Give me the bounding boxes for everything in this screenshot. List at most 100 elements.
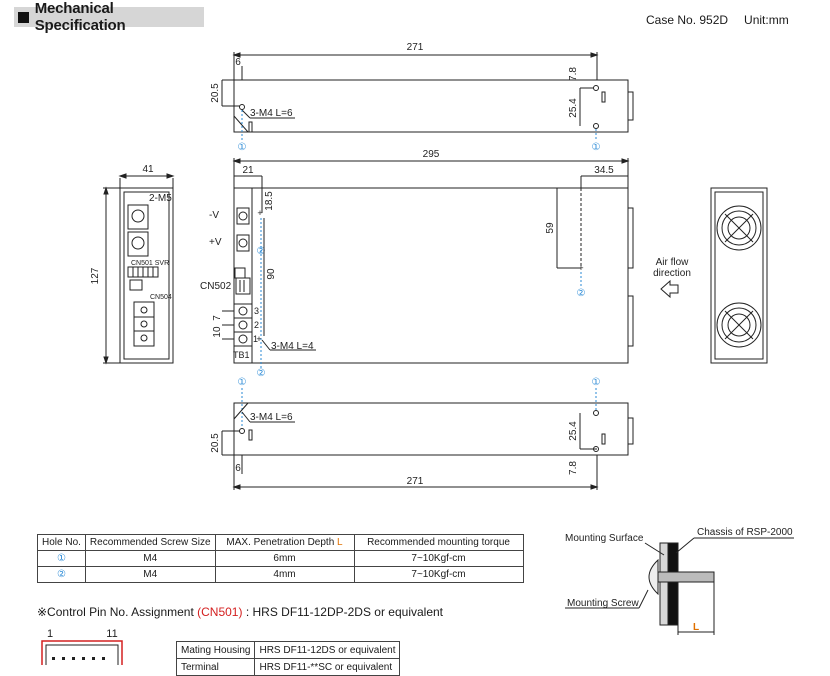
side-view: 41 127 2-M5 CN501 SVR CN504 — [90, 164, 175, 365]
front-hole-marker-1-left: ① — [238, 377, 247, 388]
front-hole-marker-2-right: ② — [577, 288, 586, 299]
pin-assignment-title: ※Control Pin No. Assignment (CN501) : HR… — [37, 605, 443, 619]
section-title-bar: Mechanical Specification — [14, 0, 204, 34]
front-tb1-terminal — [233, 303, 253, 347]
depth-cell: 4mm — [214, 566, 355, 583]
top-slot — [248, 121, 253, 133]
side-dim-height: 127 — [90, 267, 101, 284]
cn501-pin-diagram: 1 11 — [41, 628, 123, 665]
conn-value-cell: HRS DF11-**SC or equivalent — [254, 658, 401, 676]
top-hole-marker-left: ① — [238, 142, 247, 153]
front-cn502-connector — [235, 277, 251, 295]
screw-cell: M4 — [84, 566, 216, 583]
hole-table: Hole No. Recommended Screw Size MAX. Pen… — [37, 534, 524, 583]
front-hole-marker-1-right: ① — [592, 377, 601, 388]
col-penetration: MAX. Penetration Depth L — [214, 534, 355, 551]
side-output-pos — [127, 231, 149, 257]
fan-bottom-icon — [716, 302, 762, 348]
screw-head-icon — [648, 558, 659, 596]
front-hole-marker-2-bottom: ② — [257, 368, 266, 379]
table-row: Terminal HRS DF11-**SC or equivalent — [175, 658, 401, 676]
front-dim-length: 295 — [423, 149, 440, 160]
mounting-diagram: Mounting Surface Chassis of RSP-2000 Mou… — [565, 527, 794, 635]
torque-cell: 7~10Kgf-cm — [353, 550, 524, 567]
airflow-indicator: Air flow direction — [653, 257, 691, 299]
top-dim-length: 271 — [407, 42, 424, 53]
front-dim-right: 34.5 — [594, 165, 614, 176]
side-terminal-block — [133, 301, 155, 347]
fan-top-icon — [716, 205, 762, 251]
front-label-pos: +V — [209, 237, 222, 248]
torque-cell: 7~10Kgf-cm — [353, 566, 524, 583]
airflow-line2: direction — [653, 268, 691, 279]
front-screw-label: 3-M4 L=4 — [271, 341, 314, 352]
top-dim-spacing: 25.4 — [568, 98, 579, 118]
top-hole-marker-right: ① — [592, 142, 601, 153]
mount-surface-label: Mounting Surface — [565, 533, 644, 544]
hole-table-header: Hole No. Recommended Screw Size MAX. Pen… — [37, 534, 524, 551]
bottom-dim-spacing: 25.4 — [568, 421, 579, 441]
pin-label-11: 11 — [106, 628, 117, 640]
front-dim-top: 18.5 — [264, 191, 275, 211]
conn-label-cell: Mating Housing — [175, 641, 256, 659]
side-label-cn501-svr: CN501 SVR — [131, 260, 169, 267]
mount-screw-label: Mounting Screw — [567, 598, 639, 609]
front-view: 295 21 34.5 -V +V 18.5 + ② 90 CN502 — [200, 149, 634, 430]
svg-text:+: + — [257, 208, 262, 218]
svg-text:+: + — [578, 263, 583, 273]
fan-view — [710, 187, 768, 364]
side-view-outline — [119, 187, 174, 364]
front-dim-left: 21 — [242, 165, 254, 176]
front-dim-pitch-a: 7 — [212, 315, 223, 321]
mount-l-label: L — [693, 622, 699, 633]
pin-assignment-cn: (CN501) — [197, 605, 243, 619]
bottom-dim-right-offset: 7.8 — [568, 461, 579, 475]
side-label-cn504: CN504 — [150, 294, 172, 301]
conn-value-cell: HRS DF11-12DS or equivalent — [254, 641, 401, 659]
airflow-arrow-icon — [660, 279, 679, 299]
front-dim-pitch-b: 10 — [212, 326, 223, 338]
top-dim-left-offset: 6 — [235, 57, 241, 68]
mount-chassis-label: Chassis of RSP-2000 — [697, 527, 793, 538]
front-terminal-1: 1 — [253, 334, 258, 344]
bottom-dim-left-offset: 6 — [235, 463, 241, 474]
hole-cell: ① — [37, 550, 86, 567]
front-output-pos — [236, 234, 250, 252]
table-row: ① M4 6mm 7~10Kgf-cm — [37, 550, 524, 567]
case-number: Case No. 952D — [646, 13, 729, 27]
screw-cell: M4 — [84, 550, 216, 567]
top-view: 271 6 7.8 25.4 20.5 3-M4 L=6 ① ① — [210, 42, 634, 153]
bottom-dim-height: 20.5 — [210, 433, 221, 453]
cn501-outline — [41, 640, 123, 665]
top-screw-label: 3-M4 L=6 — [250, 108, 293, 119]
title-square-icon — [18, 11, 29, 23]
col-hole-no: Hole No. — [37, 534, 86, 551]
side-output-neg — [127, 204, 149, 230]
bottom-view: 3-M4 L=6 20.5 6 25.4 7.8 271 — [210, 402, 634, 490]
screw-shank — [657, 571, 715, 583]
front-label-tb1: TB1 — [233, 350, 250, 360]
col-screw-size: Recommended Screw Size — [84, 534, 216, 551]
top-dim-right-offset: 7.8 — [568, 67, 579, 81]
depth-cell: 6mm — [214, 550, 355, 567]
side-dim-width: 41 — [142, 164, 154, 175]
front-view-outline — [233, 187, 629, 364]
table-row: ② M4 4mm 7~10Kgf-cm — [37, 566, 524, 583]
svg-text:+: + — [256, 334, 261, 344]
table-row: Mating Housing HRS DF11-12DS or equivale… — [175, 641, 401, 659]
chassis-plate — [667, 542, 679, 626]
front-dim-right-vertical: 59 — [545, 222, 556, 234]
side-screw-label: 2-M5 — [149, 193, 172, 204]
top-dim-height: 20.5 — [210, 83, 221, 103]
front-label-cn502: CN502 — [200, 281, 232, 292]
fan-view-outline — [710, 187, 768, 364]
hole-cell: ② — [37, 566, 86, 583]
top-screw-hole — [239, 104, 245, 110]
pin-assignment-prefix: ※Control Pin No. Assignment — [37, 605, 198, 619]
top-view-handle — [627, 91, 634, 121]
pin-assignment-suffix: : HRS DF11-12DP-2DS or equivalent — [242, 605, 444, 619]
front-terminal-3: 3 — [254, 306, 259, 316]
connector-table: Mating Housing HRS DF11-12DS or equivale… — [175, 641, 401, 676]
top-view-chamfer — [233, 115, 249, 133]
